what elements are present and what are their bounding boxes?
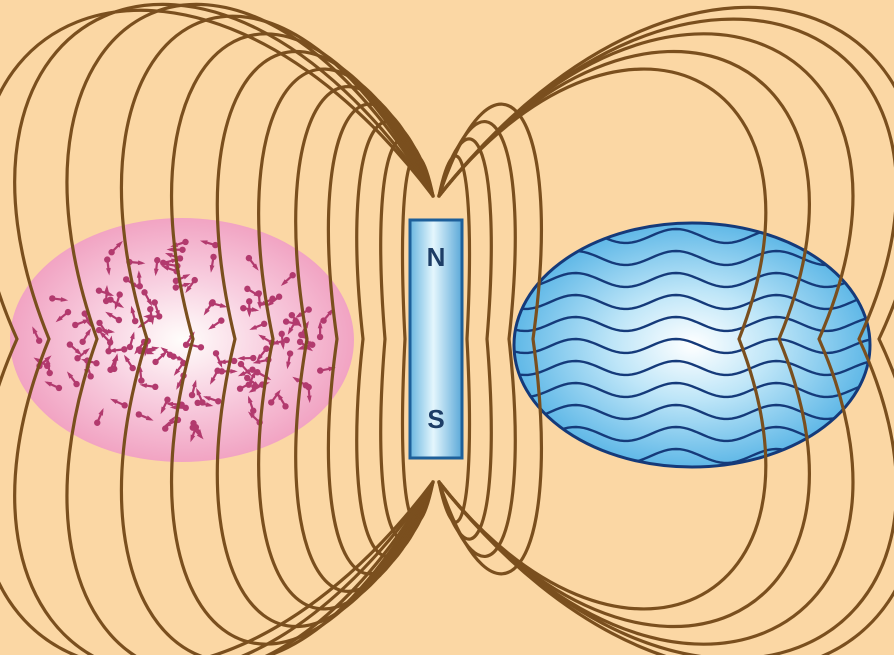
paramagnetic-region	[10, 218, 354, 462]
dipole-dot	[132, 318, 138, 324]
dipole-dot	[152, 299, 158, 305]
dipole-dot	[147, 316, 153, 322]
dipole-dot	[213, 350, 219, 356]
dipole-dot	[56, 385, 62, 391]
dipole-dot	[289, 312, 295, 318]
dipole-dot	[93, 360, 99, 366]
dipole-dot	[96, 287, 102, 293]
dipole-dot	[246, 255, 252, 261]
dipole-dot	[193, 424, 199, 430]
dipole-dot	[218, 317, 224, 323]
dipole-dot	[72, 322, 78, 328]
dipole-dot	[116, 291, 122, 297]
dipole-dot	[138, 377, 144, 383]
dipole-dot	[67, 341, 73, 347]
dipole-dot	[107, 367, 113, 373]
dipole-dot	[198, 344, 204, 350]
dipole-dot	[289, 272, 295, 278]
dipole-dot	[105, 348, 111, 354]
dipole-dot	[254, 369, 260, 375]
dipole-dot	[147, 306, 153, 312]
dipole-dot	[215, 398, 221, 404]
dipole-dot	[209, 299, 215, 305]
dipole-dot	[137, 283, 143, 289]
dipole-dot	[282, 403, 288, 409]
dipole-dot	[49, 295, 55, 301]
dipole-dot	[263, 346, 269, 352]
dipole-dot	[320, 317, 326, 323]
dipole-dot	[94, 420, 100, 426]
dipole-dot	[104, 256, 110, 262]
dipole-dot	[317, 334, 323, 340]
dipole-dot	[283, 318, 289, 324]
dipole-dot	[183, 342, 189, 348]
dipole-dot	[283, 337, 289, 343]
dipole-dot	[240, 305, 246, 311]
dipole-dot	[305, 384, 311, 390]
dipole-dot	[287, 350, 293, 356]
south-pole-label: S	[427, 404, 444, 434]
dipole-dot	[152, 359, 158, 365]
dipole-dot	[123, 276, 129, 282]
dipole-dot	[127, 344, 133, 350]
dipole-dot	[246, 298, 252, 304]
dipole-dot	[36, 338, 42, 344]
dipole-dot	[244, 286, 250, 292]
dipole-dot	[108, 249, 114, 255]
dipole-dot	[261, 321, 267, 327]
dipole-dot	[214, 368, 220, 374]
dipole-dot	[182, 239, 188, 245]
dipole-dot	[194, 400, 200, 406]
dipole-dot	[189, 392, 195, 398]
dipole-dot	[121, 402, 127, 408]
dipole-dot	[192, 277, 198, 283]
dipole-dot	[152, 384, 158, 390]
dipole-dot	[276, 294, 282, 300]
dipole-dot	[136, 411, 142, 417]
dipole-dot	[237, 385, 243, 391]
bar-magnet: N S	[410, 220, 462, 458]
dipole-dot	[74, 355, 80, 361]
dipole-dot	[96, 320, 102, 326]
dipole-dot	[173, 284, 179, 290]
dipole-dot	[73, 381, 79, 387]
dipole-dot	[244, 375, 250, 381]
dipole-dot	[164, 397, 170, 403]
dipole-dot	[79, 339, 85, 345]
dipole-dot	[317, 367, 323, 373]
dipole-dot	[167, 352, 173, 358]
dipole-dot	[297, 339, 303, 345]
dipole-dot	[279, 331, 285, 337]
dipole-dot	[47, 370, 53, 376]
dipole-dot	[141, 289, 147, 295]
dipole-dot	[65, 309, 71, 315]
dipole-dot	[129, 365, 135, 371]
dipole-dot	[107, 296, 113, 302]
dipole-dot	[306, 306, 312, 312]
dipole-dot	[210, 254, 216, 260]
dipole-dot	[179, 247, 185, 253]
dipole-dot	[238, 361, 244, 367]
dipole-dot	[116, 317, 122, 323]
dipole-dot	[121, 346, 127, 352]
dipole-dot	[268, 399, 274, 405]
dipole-dot	[250, 355, 256, 361]
north-pole-label: N	[427, 242, 446, 272]
dipole-dot	[87, 373, 93, 379]
dipole-dot	[154, 257, 160, 263]
